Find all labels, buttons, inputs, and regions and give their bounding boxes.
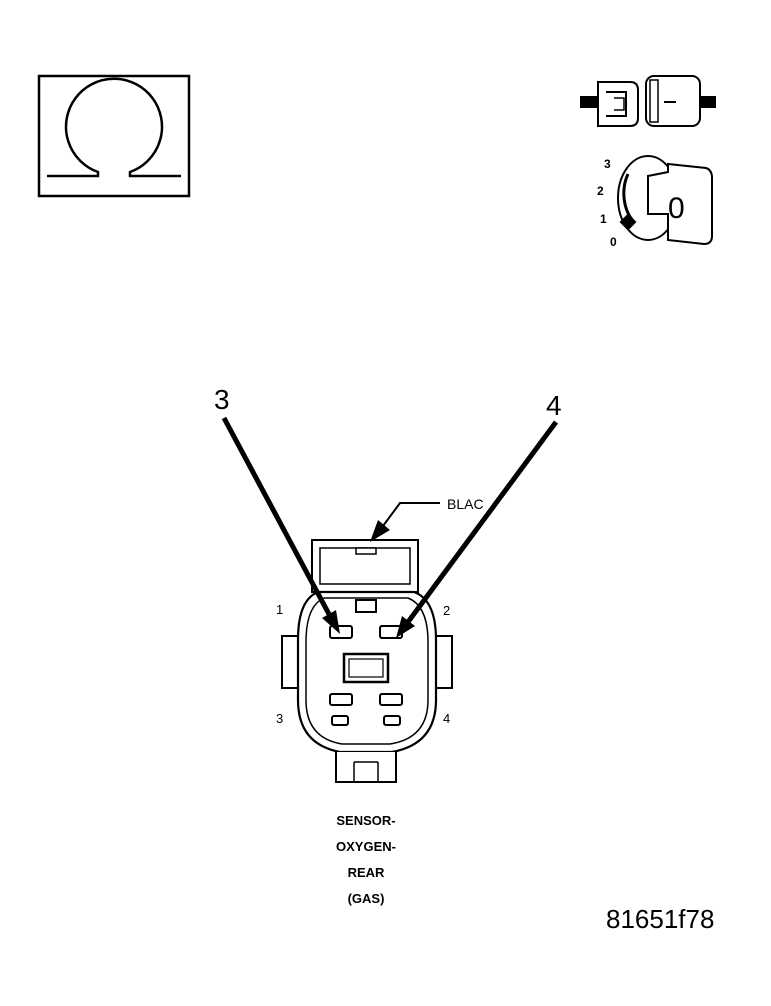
callout-number-right: 4 [546,390,562,421]
ignition-dial-label: 0 [610,235,617,249]
pin-number-label: 1 [276,602,284,617]
pin-number-label: 2 [443,603,451,618]
pin-number-label: 4 [443,711,451,726]
ignition-dial-label: 1 [600,212,607,226]
connector-caption: SENSOR- OXYGEN- REAR (GAS) [296,808,436,912]
caption-line: SENSOR- [336,813,396,828]
pin-cavity-4 [383,715,401,726]
ignition-dial-label: 3 [604,157,611,171]
caption-line: (GAS) [347,891,385,906]
callout-number-left: 3 [214,384,230,415]
ignition-dial-label: 2 [597,184,604,198]
ignition-key-label: 0 [668,192,685,225]
pin-number-label: 3 [276,711,284,726]
figure-id: 81651f78 [606,904,715,934]
connector-color-label: BLACK [447,496,495,512]
caption-line: OXYGEN- [336,839,396,854]
pin-cavity-3 [331,715,349,726]
caption-line: REAR [347,865,385,880]
